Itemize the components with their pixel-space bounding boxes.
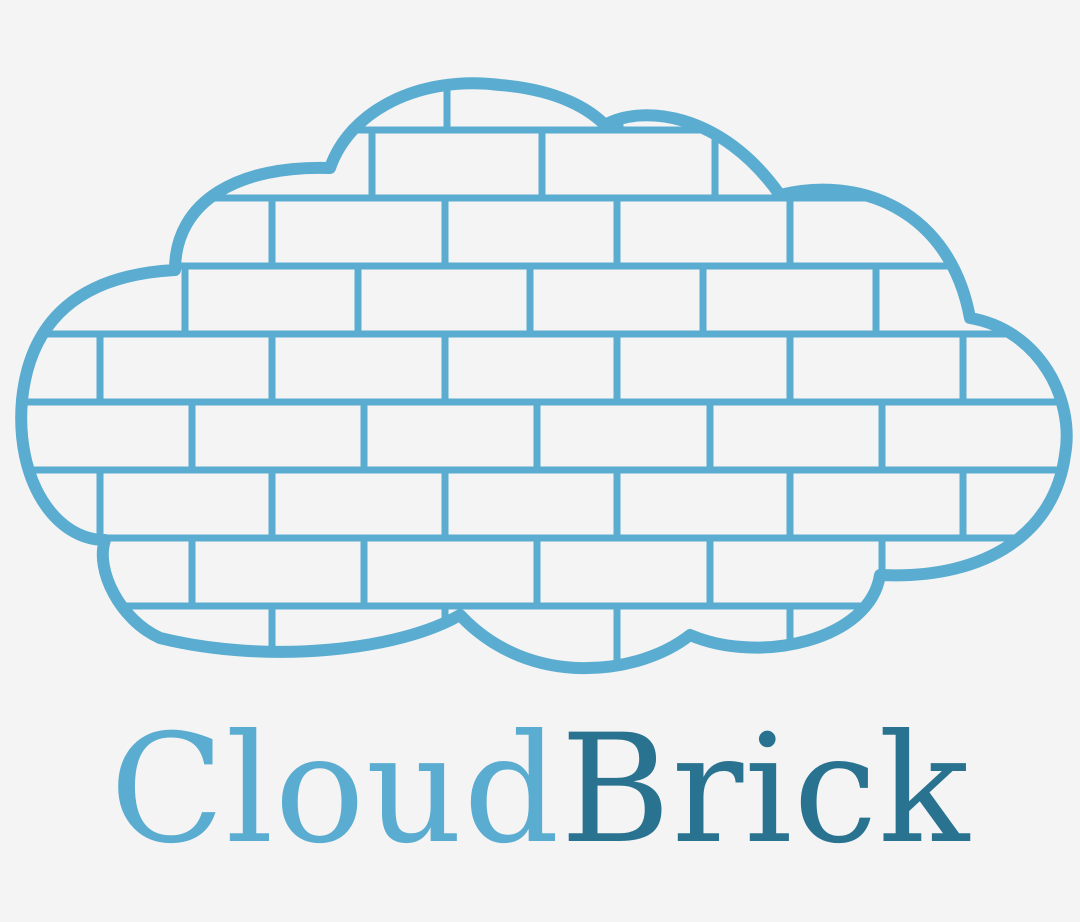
brick-pattern <box>21 83 1067 669</box>
brand-word-cloud: Cloud <box>109 703 561 877</box>
brand-wordmark: CloudBrick <box>0 690 1080 890</box>
brand-word-brick: Brick <box>560 703 971 877</box>
cloud-brick-icon <box>15 77 1073 675</box>
cloud-outline <box>15 77 1073 675</box>
